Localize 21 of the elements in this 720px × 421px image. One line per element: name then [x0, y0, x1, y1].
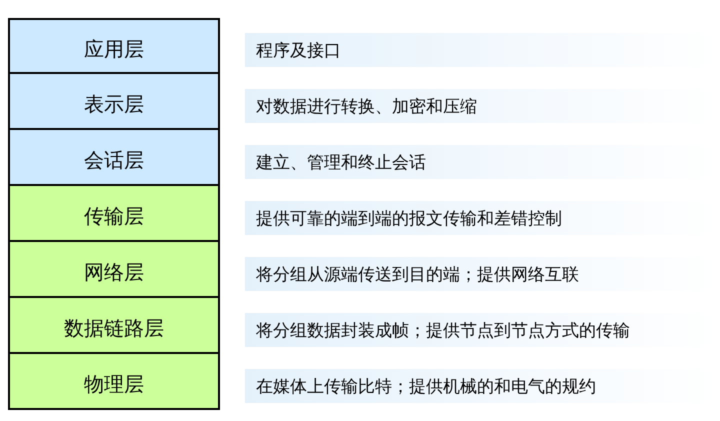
description-text: 在媒体上传输比特；提供机械的和电气的规约	[256, 376, 596, 398]
layer-name: 表示层	[84, 90, 144, 118]
layer-box	[8, 128, 220, 186]
layer-box	[8, 240, 220, 298]
description-text: 程序及接口	[256, 40, 341, 62]
description-text: 提供可靠的端到端的报文传输和差错控制	[256, 208, 562, 230]
layer-name: 物理层	[84, 370, 144, 398]
layer-box	[8, 72, 220, 130]
layer-box	[8, 352, 220, 410]
layer-box	[8, 296, 220, 354]
layer-name: 网络层	[84, 258, 144, 286]
description-text: 将分组从源端传送到目的端；提供网络互联	[256, 264, 579, 286]
layer-name: 数据链路层	[64, 314, 164, 342]
description-text: 将分组数据封装成帧；提供节点到节点方式的传输	[256, 320, 630, 342]
layer-box	[8, 18, 220, 74]
layer-box	[8, 184, 220, 242]
layer-name: 传输层	[84, 202, 144, 230]
description-text: 对数据进行转换、加密和压缩	[256, 96, 477, 118]
layer-name: 会话层	[84, 146, 144, 174]
layer-name: 应用层	[84, 36, 144, 62]
description-text: 建立、管理和终止会话	[256, 152, 426, 174]
